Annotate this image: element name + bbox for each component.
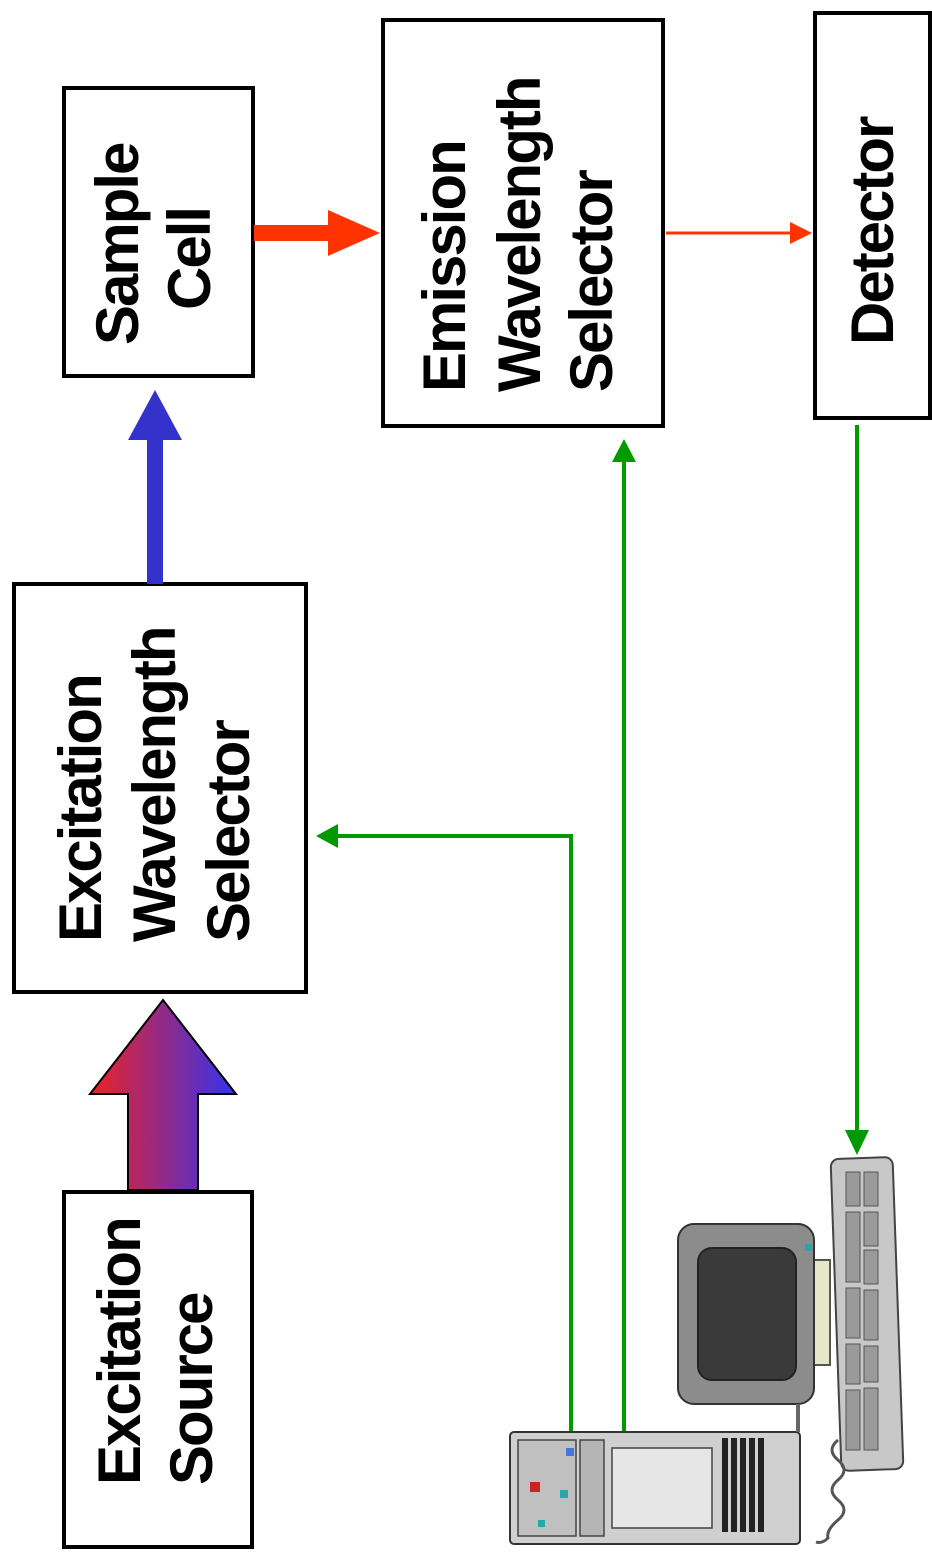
excitation-light-arrow — [128, 390, 182, 584]
excitation-selector-label-line1: Excitation — [47, 675, 114, 942]
computer-to-emission-selector-line — [612, 439, 636, 1432]
detector-box: Detector — [815, 13, 930, 418]
selected-emission-arrow — [666, 222, 812, 244]
excitation-selector-label-line3: Selector — [195, 720, 262, 942]
sample-cell-label-line1: Sample — [84, 143, 151, 345]
excitation-selector-box: Excitation Wavelength Selector — [14, 584, 306, 992]
computer-tower — [510, 1432, 800, 1544]
emission-selector-box: Emission Wavelength Selector — [383, 20, 663, 426]
emission-light-arrow — [254, 210, 380, 256]
sample-cell-label-line2: Cell — [156, 208, 223, 310]
excitation-source-label-line2: Source — [158, 1293, 225, 1485]
computer-keyboard — [831, 1157, 904, 1471]
excitation-source-label-line1: Excitation — [86, 1218, 153, 1485]
broadband-light-arrow — [90, 1000, 236, 1190]
sample-cell-box: Sample Cell — [64, 88, 253, 376]
computer-monitor — [678, 1224, 830, 1432]
keyboard-cable — [816, 1440, 844, 1543]
emission-selector-label-line3: Selector — [558, 170, 625, 392]
emission-selector-label-line2: Wavelength — [486, 78, 553, 392]
detector-label: Detector — [839, 116, 906, 345]
computer-to-excitation-selector-line — [316, 824, 571, 1432]
excitation-source-box: Excitation Source — [64, 1192, 252, 1547]
detector-to-computer-line — [845, 425, 869, 1155]
emission-selector-label-line1: Emission — [411, 141, 478, 392]
excitation-selector-label-line2: Wavelength — [121, 628, 188, 942]
